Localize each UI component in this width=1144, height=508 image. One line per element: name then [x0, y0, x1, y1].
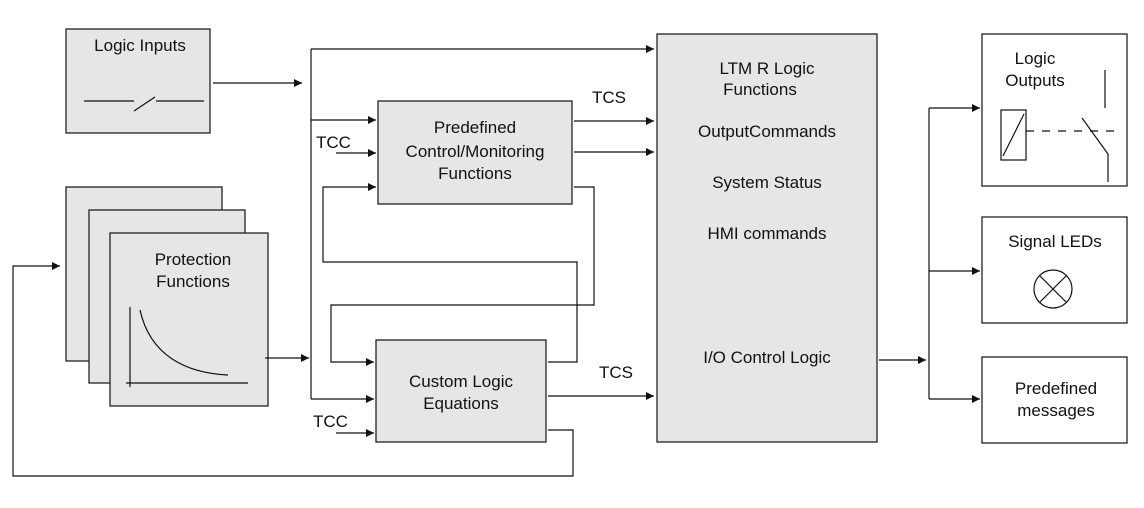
relay-coil-contact-icon	[1000, 70, 1117, 182]
predefined-line3: Functions	[438, 164, 512, 183]
ltm-title-line1: LTM R Logic	[719, 59, 815, 78]
ltm-item-hmi-commands: HMI commands	[707, 224, 826, 243]
signal-leds-label: Signal LEDs	[1008, 232, 1102, 251]
messages-line1: Predefined	[1015, 379, 1097, 398]
connectors	[12, 45, 980, 477]
lamp-icon	[1033, 269, 1073, 309]
messages-line2: messages	[1017, 401, 1094, 420]
logic-inputs-title: Logic Inputs	[94, 36, 186, 55]
protection-title-line1: Protection	[155, 250, 232, 269]
ltm-logic-block: LTM R Logic Functions OutputCommands Sys…	[656, 33, 878, 443]
tcs-label-bottom: TCS	[599, 363, 633, 382]
custom-logic-block: Custom Logic Equations	[375, 339, 547, 443]
logic-inputs-block: Logic Inputs	[65, 28, 211, 134]
tcc-label-bottom: TCC	[313, 412, 348, 431]
custom-line1: Custom Logic	[409, 372, 513, 391]
tcs-label-top: TCS	[592, 88, 626, 107]
predefined-line2: Control/Monitoring	[406, 142, 545, 161]
feedback-custom-to-predefined	[322, 183, 578, 363]
custom-line2: Equations	[423, 394, 499, 413]
switch-contact-icon	[84, 96, 204, 112]
feedback-custom-to-protection	[12, 262, 574, 477]
predefined-line1: Predefined	[434, 118, 516, 137]
tcc-label-top: TCC	[316, 133, 351, 152]
ltm-item-output-commands: OutputCommands	[698, 122, 836, 141]
ltm-item-system-status: System Status	[712, 173, 822, 192]
logic-outputs-line2: Outputs	[1005, 71, 1065, 90]
feedback-predefined-to-custom	[330, 186, 595, 366]
protection-title-line2: Functions	[156, 272, 230, 291]
ltm-title-line2: Functions	[723, 80, 797, 99]
logic-outputs-block: Logic Outputs	[981, 33, 1128, 187]
predefined-control-block: Predefined Control/Monitoring Functions	[377, 100, 573, 205]
trip-curve-icon	[126, 307, 248, 387]
signal-leds-block: Signal LEDs	[981, 216, 1128, 324]
ltm-item-io-control: I/O Control Logic	[703, 348, 831, 367]
logic-outputs-line1: Logic	[1015, 49, 1056, 68]
protection-functions-block: Protection Functions	[65, 186, 269, 407]
predefined-messages-block: Predefined messages	[981, 356, 1128, 444]
